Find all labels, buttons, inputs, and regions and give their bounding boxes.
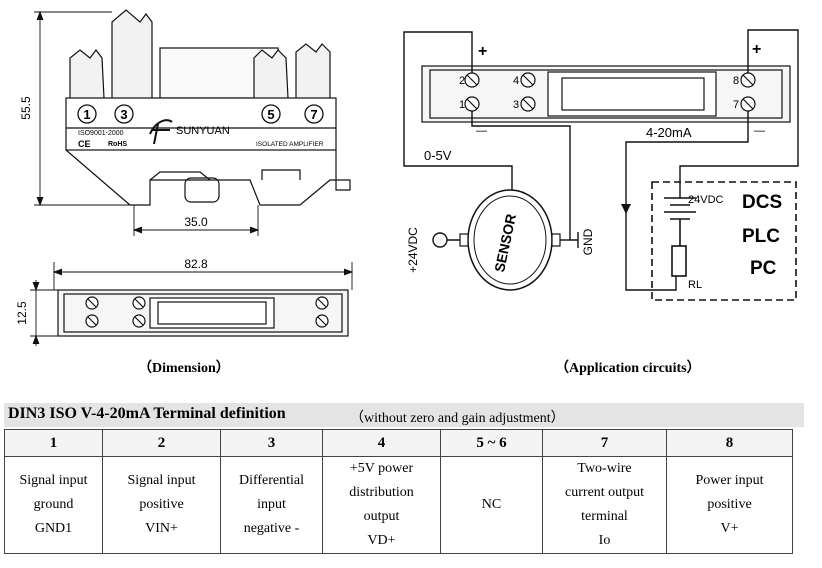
terminal-number-3: 3 <box>120 107 127 122</box>
desc-line: GND1 <box>34 521 73 536</box>
minus-right: — <box>754 125 765 137</box>
app-terminal-4: 4 <box>513 75 519 87</box>
pin-desc-4: +5V power distribution output VD+ <box>322 456 441 554</box>
terminal-definition-title: DIN3 ISO V-4-20mA Terminal definition <box>8 405 286 422</box>
top-view-screws <box>85 296 329 328</box>
desc-line: Io <box>598 533 611 548</box>
pin-header-5-6: 5 ~ 6 <box>440 429 543 457</box>
pin-header-4: 4 <box>322 429 441 457</box>
receiver-box <box>651 181 797 301</box>
desc-line: positive <box>707 497 752 512</box>
module-app-view <box>421 65 791 123</box>
product-label: ISOLATED AMPLIFIER <box>256 141 324 148</box>
diagram-canvas: 1 3 5 7 ISO9001-2000 CE RoHS SUNYUAN ISO… <box>15 9 799 346</box>
input-signal-label: 0-5V <box>424 148 452 163</box>
plus-right: + <box>752 41 761 58</box>
loop-supply-battery <box>664 197 696 277</box>
desc-line: VIN+ <box>145 521 178 536</box>
rohs-label: RoHS <box>108 141 127 148</box>
desc-line: negative - <box>243 521 300 536</box>
terminal-definition-note: （without zero and gain adjustment） <box>350 411 565 426</box>
app-terminal-2: 2 <box>459 75 465 87</box>
arrow-down-icon <box>621 204 631 214</box>
minus-left: — <box>476 125 487 137</box>
terminal-definition-table: 1 2 3 4 5 ~ 6 7 8 Signal input ground GN… <box>4 429 793 554</box>
sensor <box>432 189 561 291</box>
desc-line: Two-wire <box>577 461 632 476</box>
desc-line: ground <box>33 497 74 512</box>
length-label: 82.8 <box>184 257 208 271</box>
height-dimension-label: 55.5 <box>19 96 33 120</box>
pin-desc-7: Two-wire current output terminal Io <box>542 456 667 554</box>
desc-line: +5V power <box>349 461 414 476</box>
desc-line: Signal input <box>19 473 88 488</box>
pin-header-2: 2 <box>102 429 221 457</box>
desc-line: positive <box>139 497 184 512</box>
desc-line: Signal input <box>127 473 196 488</box>
table-row: Signal input ground GND1 Signal input po… <box>4 456 793 554</box>
output-signal-label: 4-20mA <box>646 125 692 140</box>
ground-label: GND <box>581 228 595 255</box>
desc-line: VD+ <box>367 533 396 548</box>
pin-desc-5-6: NC <box>440 456 543 554</box>
desc-line: current output <box>565 485 644 500</box>
desc-line: Differential <box>238 473 305 488</box>
receiver-plc: PLC <box>742 226 780 247</box>
terminal-number-7: 7 <box>310 107 317 122</box>
desc-line: distribution <box>349 485 414 500</box>
pin-header-1: 1 <box>4 429 103 457</box>
app-terminal-1: 1 <box>459 99 465 111</box>
module-top-view <box>57 289 349 337</box>
app-terminal-7: 7 <box>733 99 739 111</box>
thickness-label: 12.5 <box>15 301 29 325</box>
brand-name: SUNYUAN <box>176 125 230 137</box>
thickness-dimension <box>30 280 60 346</box>
app-terminal-3: 3 <box>513 99 519 111</box>
terminal-number-5: 5 <box>267 107 274 122</box>
desc-line: terminal <box>581 509 628 524</box>
pin-desc-8: Power input positive V+ <box>666 456 793 554</box>
ce-mark: CE <box>78 139 91 149</box>
pin-header-7: 7 <box>542 429 667 457</box>
dimension-caption: （Dimension） <box>138 361 230 376</box>
rail-width-label: 35.0 <box>184 215 208 229</box>
desc-line: Power input <box>695 473 764 488</box>
terminal-number-circles: 1 3 5 7 <box>77 104 324 124</box>
desc-line: input <box>257 497 286 512</box>
load-resistor-label: RL <box>688 279 702 291</box>
desc-line: NC <box>481 497 502 512</box>
terminal-number-1: 1 <box>83 107 90 122</box>
sunyuan-logo-icon <box>149 119 173 145</box>
sensor-supply-label: +24VDC <box>406 227 420 273</box>
application-caption: （Application circuits） <box>555 361 701 376</box>
terminal-definition-header: DIN3 ISO V-4-20mA Terminal definition （w… <box>4 403 804 427</box>
app-terminal-screws <box>464 72 756 112</box>
app-terminal-8: 8 <box>733 75 739 87</box>
height-dimension <box>34 10 130 207</box>
pin-desc-2: Signal input positive VIN+ <box>102 456 221 554</box>
rail-width-dimension <box>132 205 260 236</box>
pin-header-8: 8 <box>666 429 793 457</box>
receiver-dcs: DCS <box>742 192 782 213</box>
desc-line: output <box>363 509 400 524</box>
module-side-view <box>65 9 351 206</box>
receiver-pc: PC <box>750 258 777 279</box>
cert-label: ISO9001-2000 <box>78 130 124 137</box>
pin-header-3: 3 <box>220 429 323 457</box>
table-header-row: 1 2 3 4 5 ~ 6 7 8 <box>4 429 793 457</box>
length-dimension <box>52 262 354 290</box>
plus-left: + <box>478 43 487 60</box>
ground-symbol-icon <box>570 232 579 248</box>
loop-supply-label: 24VDC <box>688 194 724 206</box>
pin-desc-1: Signal input ground GND1 <box>4 456 103 554</box>
pin-desc-3: Differential input negative - <box>220 456 323 554</box>
desc-line: V+ <box>720 521 739 536</box>
